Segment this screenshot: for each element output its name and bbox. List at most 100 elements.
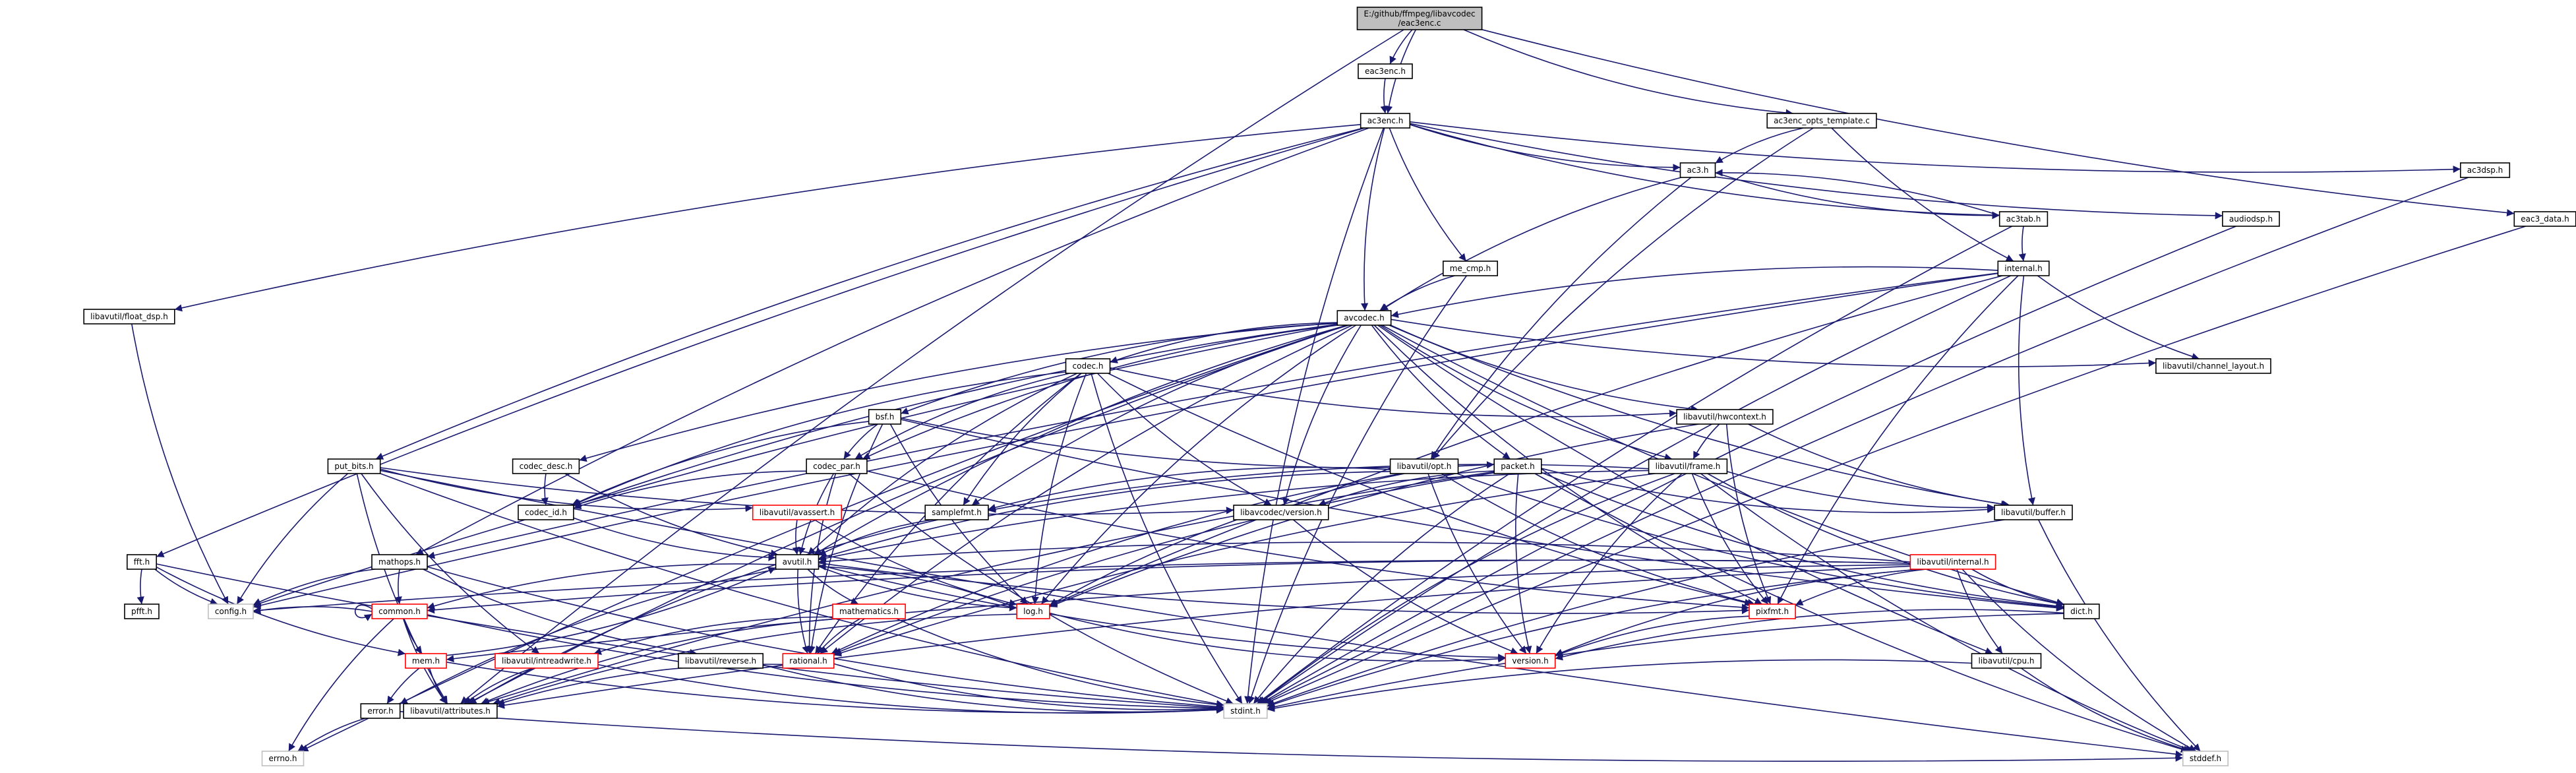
- node-config-h[interactable]: config.h: [208, 603, 254, 619]
- edge-fft-h-to-stdint-h: [156, 563, 1224, 712]
- node-lavu-internal-h[interactable]: libavutil/internal.h: [1909, 554, 1996, 570]
- node-avutil-h[interactable]: avutil.h: [775, 554, 820, 570]
- node-label: log.h: [1023, 607, 1043, 616]
- node-frame-h[interactable]: libavutil/frame.h: [1648, 458, 1728, 474]
- node-ac3tab-h[interactable]: ac3tab.h: [1998, 211, 2049, 227]
- edge-ac3enc-h-to-float-dsp-h: [174, 124, 1361, 312]
- node-reverse-h[interactable]: libavutil/reverse.h: [678, 653, 764, 669]
- node-cpu-h[interactable]: libavutil/cpu.h: [1971, 653, 2042, 669]
- node-error-h[interactable]: error.h: [360, 703, 401, 719]
- edge-log-h-to-version-h: [1049, 612, 1506, 663]
- node-mathops-h[interactable]: mathops.h: [371, 554, 428, 570]
- node-put-bits-h[interactable]: put_bits.h: [327, 458, 381, 474]
- node-audiodsp-h[interactable]: audiodsp.h: [2222, 211, 2280, 227]
- edge-internal-h-to-config-h: [253, 272, 1998, 609]
- node-label: me_cmp.h: [1450, 264, 1491, 273]
- edge-frame-h-to-samplefmt-h: [988, 464, 1649, 513]
- edge-frame-h-to-dict-h: [1707, 473, 2064, 607]
- edge-log-h-to-attributes-h: [493, 613, 1017, 705]
- node-buffer-h[interactable]: libavutil/buffer.h: [1994, 505, 2073, 520]
- node-ac3enc-opts[interactable]: ac3enc_opts_template.c: [1766, 113, 1877, 129]
- node-avassert-h[interactable]: libavutil/avassert.h: [752, 505, 842, 520]
- edge-frame-h-to-pixfmt-h: [1691, 473, 1769, 605]
- edge-samplefmt-h-to-avutil-h: [818, 519, 934, 556]
- edge-mathops-h-to-reverse-h: [423, 569, 698, 656]
- edge-frame-h-to-rational-h: [833, 473, 1656, 657]
- node-packet-h[interactable]: packet.h: [1493, 458, 1542, 474]
- node-label: libavcodec/version.h: [1240, 508, 1322, 517]
- node-avcodec-h[interactable]: avcodec.h: [1336, 310, 1392, 326]
- node-stdint-h[interactable]: stdint.h: [1223, 703, 1268, 719]
- node-intreadwrite-h[interactable]: libavutil/intreadwrite.h: [494, 653, 599, 669]
- node-codec-id-h[interactable]: codec_id.h: [518, 505, 574, 520]
- node-label: error.h: [367, 706, 393, 716]
- node-me-cmp-h[interactable]: me_cmp.h: [1443, 261, 1499, 276]
- node-label: codec.h: [1073, 361, 1104, 371]
- node-lavc-version-h[interactable]: libavcodec/version.h: [1233, 505, 1329, 520]
- node-fft-h[interactable]: fft.h: [127, 554, 158, 570]
- node-codec-par-h[interactable]: codec_par.h: [806, 458, 868, 474]
- node-common-h[interactable]: common.h: [371, 603, 428, 619]
- node-label: version.h: [1512, 656, 1548, 665]
- node-samplefmt-h[interactable]: samplefmt.h: [924, 505, 989, 520]
- node-ac3dsp-h[interactable]: ac3dsp.h: [2460, 162, 2511, 178]
- edge-internal-h-to-log-h: [1049, 275, 2003, 607]
- node-eac3-data-h[interactable]: eac3_data.h: [2513, 211, 2576, 227]
- node-label: ac3enc_opts_template.c: [1774, 116, 1870, 125]
- node-rational-h[interactable]: rational.h: [782, 653, 835, 669]
- edge-ac3-h-to-avcodec-h: [1380, 177, 1682, 311]
- node-log-h[interactable]: log.h: [1016, 603, 1050, 619]
- edge-lavu-internal-h-to-dict-h: [1971, 569, 2064, 607]
- node-label: pfft.h: [131, 607, 152, 616]
- node-box: [1505, 653, 1556, 669]
- edge-root-to-attributes-h: [460, 29, 1404, 704]
- node-label: libavutil/reverse.h: [685, 656, 756, 665]
- edge-avassert-h-to-avutil-h: [792, 519, 800, 555]
- edge-lavu-internal-h-to-stdint-h: [1267, 569, 1919, 708]
- edge-avcodec-h-to-pixfmt-h: [1373, 325, 1763, 605]
- edge-fft-h-to-mem-h: [156, 566, 406, 656]
- edge-avutil-h-to-version-h: [818, 564, 1506, 662]
- node-label: errno.h: [269, 754, 297, 763]
- node-ac3enc-h[interactable]: ac3enc.h: [1360, 113, 1411, 129]
- node-version-h[interactable]: version.h: [1505, 653, 1556, 669]
- node-label: ac3enc.h: [1367, 116, 1404, 125]
- node-box: [1065, 358, 1111, 374]
- edge-common-h-to-mem-h: [403, 618, 423, 654]
- node-ac3-h[interactable]: ac3.h: [1679, 162, 1716, 178]
- edge-frame-h-to-stddef-h: [1700, 473, 2193, 753]
- node-pixfmt-h[interactable]: pixfmt.h: [1749, 603, 1796, 619]
- edge-avcodec-h-to-lavc-version-h: [1282, 325, 1362, 506]
- node-bsf-h[interactable]: bsf.h: [868, 409, 902, 425]
- edge-root-to-eac3-data-h: [1482, 29, 2515, 217]
- node-codec-h[interactable]: codec.h: [1065, 358, 1111, 374]
- node-box: [2182, 751, 2229, 766]
- node-hwcontext-h[interactable]: libavutil/hwcontext.h: [1676, 409, 1774, 425]
- edge-internal-h-to-channel-layout-h: [2037, 275, 2200, 360]
- node-eac3enc-h[interactable]: eac3enc.h: [1358, 63, 1413, 79]
- node-label: /eac3enc.c: [1398, 18, 1441, 28]
- node-channel-layout-h[interactable]: libavutil/channel_layout.h: [2155, 358, 2271, 374]
- node-codec-desc-h[interactable]: codec_desc.h: [512, 458, 580, 474]
- edge-put-bits-h-to-avassert-h: [380, 468, 753, 512]
- node-mathematics-h[interactable]: mathematics.h: [832, 603, 906, 619]
- node-mem-h[interactable]: mem.h: [405, 653, 447, 669]
- node-label: pixfmt.h: [1756, 607, 1789, 616]
- node-dict-h[interactable]: dict.h: [2063, 603, 2100, 619]
- node-label: mem.h: [412, 656, 440, 665]
- node-internal-h[interactable]: internal.h: [1997, 261, 2050, 276]
- node-attributes-h[interactable]: libavutil/attributes.h: [403, 703, 498, 719]
- edge-codec-h-to-samplefmt-h: [963, 373, 1082, 506]
- node-errno-h[interactable]: errno.h: [261, 751, 305, 766]
- edge-mathops-h-to-common-h: [394, 569, 402, 605]
- node-label: put_bits.h: [334, 462, 373, 471]
- node-opt-h[interactable]: libavutil/opt.h: [1389, 458, 1459, 474]
- node-pfft-h[interactable]: pfft.h: [124, 603, 160, 619]
- node-box: [678, 653, 764, 669]
- node-root[interactable]: E:/github/ffmpeg/libavcodec/eac3enc.c: [1356, 7, 1483, 30]
- edge-ac3enc-opts-to-internal-h: [1831, 127, 2014, 262]
- edge-avcodec-h-to-samplefmt-h: [971, 325, 1350, 506]
- node-float-dsp-h[interactable]: libavutil/float_dsp.h: [83, 309, 175, 325]
- node-stddef-h[interactable]: stddef.h: [2182, 751, 2229, 766]
- edge-common-h-to-common-h: [354, 604, 373, 621]
